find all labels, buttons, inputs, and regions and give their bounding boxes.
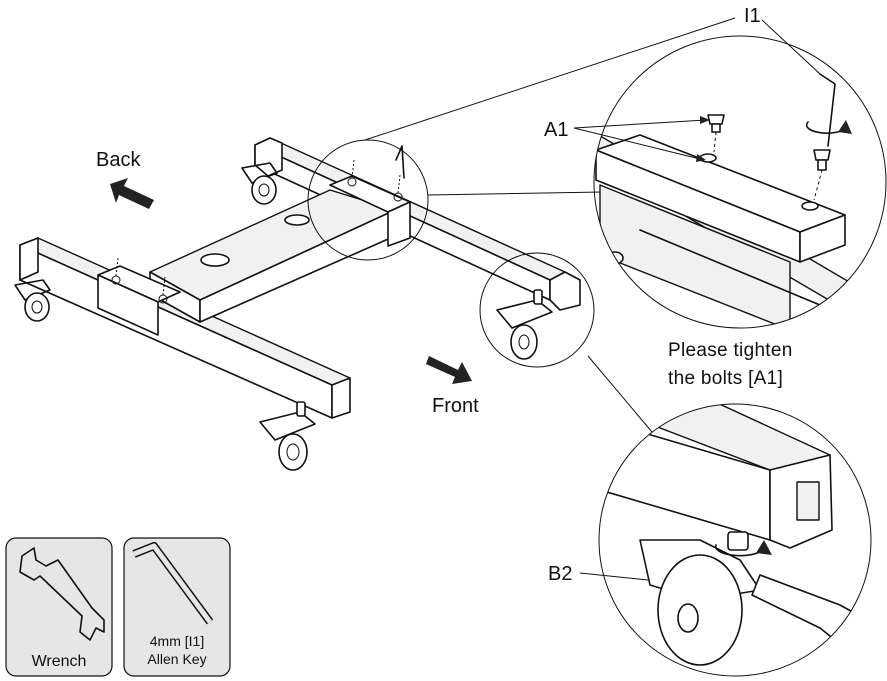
allen-key-tool: 4mm [I1] Allen Key <box>123 537 231 677</box>
bolt-a1-icon <box>707 114 725 153</box>
allen-key-label-size: 4mm [I1] <box>150 633 204 649</box>
rotate-arrow-icon <box>714 540 772 557</box>
wrench-tool: Wrench <box>5 537 113 677</box>
allen-key-label-name: Allen Key <box>147 651 206 667</box>
allen-key-i1-icon <box>819 73 836 147</box>
front-label: Front <box>432 395 479 417</box>
bolt-a1-icon <box>813 149 831 201</box>
wrench-label: Wrench <box>32 653 87 670</box>
a1-label: A1 <box>544 119 568 141</box>
rotate-arrow-icon <box>805 120 852 134</box>
caster-wheel-icon <box>14 162 553 471</box>
base-frame <box>19 137 581 419</box>
back-label: Back <box>96 149 141 171</box>
bolt-icon <box>111 145 405 304</box>
detail-circle-plate <box>307 139 429 261</box>
allen-key-icon <box>132 542 214 625</box>
instruction-line-2: the bolts [A1] <box>668 368 783 389</box>
front-arrow-icon <box>426 356 472 384</box>
zoom-view-bolts <box>593 35 887 329</box>
instruction-line-1: Please tighten <box>668 340 793 361</box>
wrench-icon <box>19 547 105 641</box>
i1-label: I1 <box>744 5 761 27</box>
zoom-view-caster <box>598 403 872 677</box>
detail-circle-caster <box>479 252 595 368</box>
back-arrow-icon <box>110 178 154 209</box>
b2-label: B2 <box>548 563 572 585</box>
